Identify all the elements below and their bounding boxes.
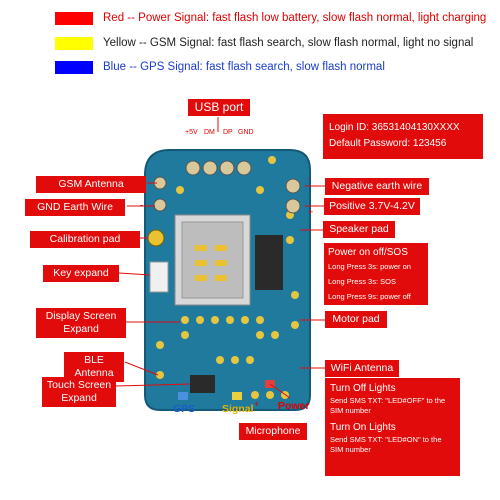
legend-red: Red -- Power Signal: fast flash low batt… bbox=[55, 10, 486, 26]
power-line-1: Long Press 3s: power on bbox=[328, 262, 411, 271]
led-signal bbox=[232, 392, 242, 400]
pin-dm: DM bbox=[204, 129, 215, 136]
gold-vias bbox=[156, 156, 299, 399]
label-gps: GPS bbox=[173, 403, 196, 415]
leader-lines bbox=[115, 117, 325, 399]
turn-off-lights-text: Send SMS TXT: "LED#OFF" to the SIM numbe… bbox=[330, 396, 446, 415]
label-calibration-pad: Calibration pad bbox=[30, 231, 140, 248]
pos-pad bbox=[285, 198, 301, 214]
gnd-pad bbox=[153, 198, 167, 212]
calibration-pad-shape bbox=[147, 229, 165, 247]
label-signal: Signal bbox=[222, 403, 254, 415]
pin-5v: +5V bbox=[185, 129, 198, 136]
power-sos-box: Power on off/SOS Long Press 3s: power on… bbox=[324, 243, 428, 305]
label-display-screen-expand: Display Screen Expand bbox=[36, 308, 126, 338]
pin-gnd: GND bbox=[238, 129, 254, 136]
lights-box: Turn Off Lights Send SMS TXT: "LED#OFF" … bbox=[325, 378, 460, 476]
label-positive-voltage: Positive 3.7V-4.2V bbox=[324, 198, 420, 215]
label-key-expand: Key expand bbox=[43, 265, 119, 282]
usb-port-label: USB port bbox=[188, 99, 250, 116]
svg-text:+: + bbox=[308, 207, 313, 217]
key-connector bbox=[149, 261, 169, 293]
usb-pads bbox=[185, 160, 252, 176]
chip-main bbox=[255, 235, 283, 290]
svg-text:-: - bbox=[277, 399, 280, 409]
legend-yellow-text: Yellow -- GSM Signal: fast flash search,… bbox=[103, 37, 474, 49]
label-speaker-pad: Speaker pad bbox=[323, 221, 395, 238]
label-gsm-antenna: GSM Antenna bbox=[36, 176, 146, 193]
legend-red-text: Red -- Power Signal: fast flash low batt… bbox=[103, 12, 487, 24]
label-wifi-antenna: WiFi Antenna bbox=[325, 360, 399, 377]
led-gps bbox=[178, 392, 188, 400]
svg-text:-: - bbox=[308, 173, 311, 183]
label-gnd-earth-wire: GND Earth Wire bbox=[25, 199, 125, 216]
power-line-3: Long Press 9s: power off bbox=[328, 292, 411, 301]
login-id: Login ID: 36531404130XXXX bbox=[329, 122, 460, 133]
turn-on-lights-title: Turn On Lights bbox=[330, 422, 396, 433]
label-negative-earth-wire: Negative earth wire bbox=[325, 178, 429, 195]
label-motor-pad: Motor pad bbox=[325, 311, 387, 328]
neg-earth-pad bbox=[285, 178, 301, 194]
turn-off-lights-title: Turn Off Lights bbox=[330, 383, 396, 394]
default-password: Default Password: 123456 bbox=[329, 138, 447, 149]
legend-yellow: Yellow -- GSM Signal: fast flash search,… bbox=[55, 35, 473, 51]
svg-text:+: + bbox=[254, 399, 259, 409]
legend-blue: Blue -- GPS Signal: fast flash search, s… bbox=[55, 59, 385, 75]
chip-small bbox=[190, 375, 215, 393]
label-touch-screen-expand: Touch Screen Expand bbox=[42, 377, 116, 407]
power-line-2: Long Press 3s: SOS bbox=[328, 277, 396, 286]
pin-dp: DP bbox=[223, 129, 233, 136]
svg-text:-: - bbox=[140, 200, 143, 210]
label-microphone: Microphone bbox=[239, 423, 307, 440]
login-box: Login ID: 36531404130XXXX Default Passwo… bbox=[323, 114, 483, 159]
label-power: Power bbox=[278, 400, 310, 412]
blue-swatch bbox=[55, 60, 93, 74]
legend-blue-text: Blue -- GPS Signal: fast flash search, s… bbox=[103, 61, 385, 73]
turn-on-lights-text: Send SMS TXT: "LED#ON" to the SIM number bbox=[330, 435, 442, 454]
red-swatch bbox=[55, 11, 93, 25]
power-sos-title: Power on off/SOS bbox=[328, 247, 408, 258]
yellow-swatch bbox=[55, 36, 93, 50]
